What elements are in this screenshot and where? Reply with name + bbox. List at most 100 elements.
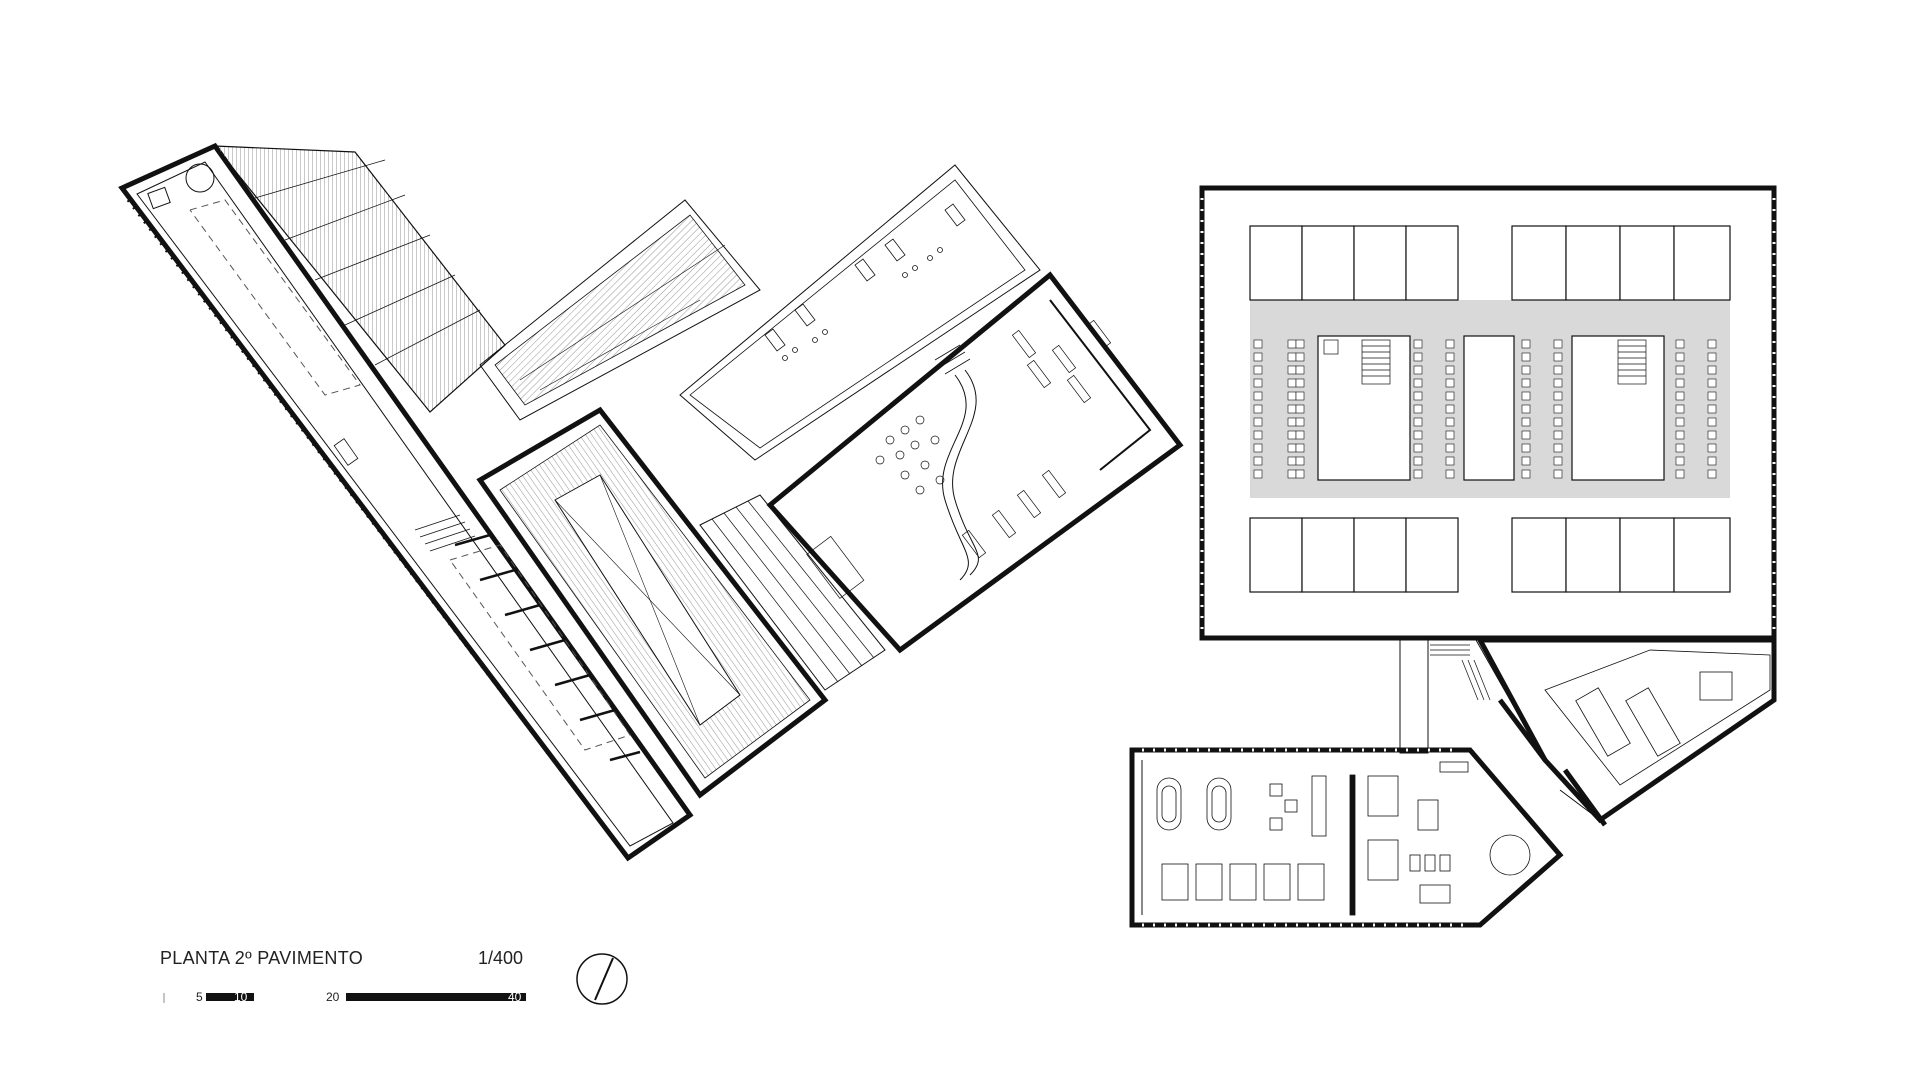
- seat: [1445, 417, 1455, 427]
- seat: [1287, 456, 1297, 466]
- seat: [1675, 417, 1685, 427]
- seat: [1445, 443, 1455, 453]
- seat: [1295, 339, 1305, 349]
- seat: [1553, 443, 1563, 453]
- plan-title: PLANTA 2º PAVIMENTO: [160, 948, 363, 968]
- seat: [1253, 443, 1263, 453]
- seat: [1553, 339, 1563, 349]
- seat: [1287, 365, 1297, 375]
- seat: [1521, 391, 1531, 401]
- seat: [1521, 352, 1531, 362]
- seat: [1413, 352, 1423, 362]
- scale-label-5: 5: [196, 990, 203, 1004]
- seat: [1675, 365, 1685, 375]
- seat: [1413, 443, 1423, 453]
- seat: [1445, 456, 1455, 466]
- seat: [1295, 417, 1305, 427]
- scale-label-20: 20: [326, 990, 340, 1004]
- seat: [1295, 430, 1305, 440]
- south-east-wedge: [1475, 637, 1777, 824]
- seat: [1521, 417, 1531, 427]
- seat: [1287, 443, 1297, 453]
- seat: [1287, 352, 1297, 362]
- seat: [1253, 352, 1263, 362]
- north-east-wing: [679, 164, 1041, 461]
- seat: [1553, 417, 1563, 427]
- seat: [1413, 417, 1423, 427]
- seat: [1521, 378, 1531, 388]
- seat: [1445, 404, 1455, 414]
- seat: [1553, 352, 1563, 362]
- seat: [1521, 339, 1531, 349]
- seat: [1707, 469, 1717, 479]
- seat: [1553, 456, 1563, 466]
- seat: [1675, 404, 1685, 414]
- left-building: [118, 142, 1184, 862]
- west-wing-outline: [118, 142, 694, 862]
- seat: [1295, 443, 1305, 453]
- seat: [1295, 469, 1305, 479]
- seat: [1445, 352, 1455, 362]
- seat: [1253, 391, 1263, 401]
- north-arrow-icon: [576, 953, 628, 1005]
- seat: [1413, 456, 1423, 466]
- seat: [1707, 456, 1717, 466]
- seat: [1707, 417, 1717, 427]
- seat: [1675, 352, 1685, 362]
- seat: [1287, 339, 1297, 349]
- seat: [1445, 430, 1455, 440]
- seat: [1253, 430, 1263, 440]
- title-block: PLANTA 2º PAVIMENTO 1/400: [160, 948, 530, 1008]
- seat: [1521, 404, 1531, 414]
- seat: [1553, 391, 1563, 401]
- diagonal-roof: [479, 199, 761, 421]
- seat: [1413, 469, 1423, 479]
- seat: [1707, 391, 1717, 401]
- seat: [1553, 378, 1563, 388]
- seat: [1445, 339, 1455, 349]
- seat: [1707, 443, 1717, 453]
- seat: [1413, 391, 1423, 401]
- seat: [1675, 469, 1685, 479]
- seat: [1707, 352, 1717, 362]
- seat: [1413, 430, 1423, 440]
- right-building: [1129, 185, 1777, 928]
- seat: [1295, 352, 1305, 362]
- seat: [1445, 391, 1455, 401]
- seat: [1707, 378, 1717, 388]
- seat: [1707, 365, 1717, 375]
- seat: [1253, 339, 1263, 349]
- seat: [1553, 469, 1563, 479]
- central-roof: [476, 406, 829, 799]
- seat: [1707, 339, 1717, 349]
- seat: [1521, 365, 1531, 375]
- seat: [1707, 404, 1717, 414]
- seat: [1553, 430, 1563, 440]
- corridor-axis: [189, 199, 361, 396]
- seat: [1445, 378, 1455, 388]
- seat: [1287, 417, 1297, 427]
- seat: [1287, 378, 1297, 388]
- seat: [1675, 391, 1685, 401]
- seat: [1253, 456, 1263, 466]
- seat: [1521, 469, 1531, 479]
- seat: [1675, 378, 1685, 388]
- seat: [1521, 430, 1531, 440]
- ramp: [699, 494, 886, 691]
- seat: [1413, 378, 1423, 388]
- scale-label-10: 10: [234, 990, 248, 1004]
- seat: [1413, 365, 1423, 375]
- seat: [1295, 365, 1305, 375]
- seat: [1521, 456, 1531, 466]
- seat: [1295, 391, 1305, 401]
- seat: [1253, 469, 1263, 479]
- seat: [1253, 404, 1263, 414]
- plan-scale: 1/400: [478, 948, 524, 968]
- seat: [1287, 469, 1297, 479]
- scale-label-40: 40: [508, 990, 522, 1004]
- seat: [1675, 430, 1685, 440]
- seat: [1675, 339, 1685, 349]
- seat: [1295, 404, 1305, 414]
- seat: [1553, 404, 1563, 414]
- seat: [1445, 365, 1455, 375]
